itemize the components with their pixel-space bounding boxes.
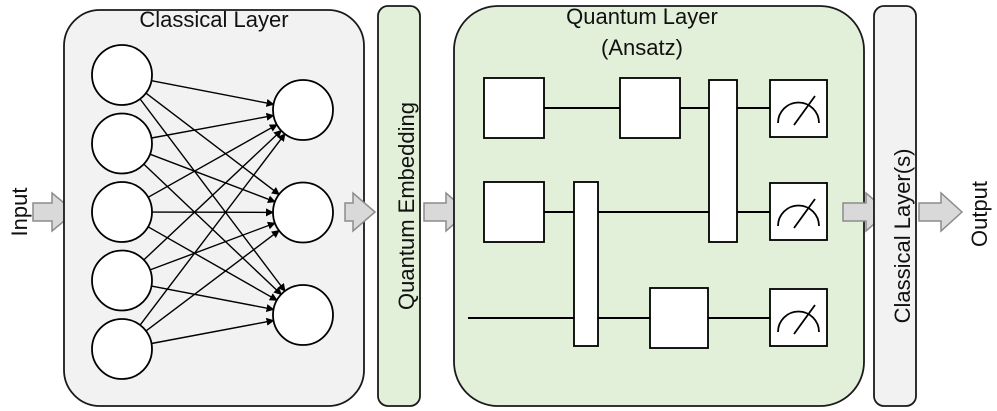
measurement-q2 — [769, 182, 828, 241]
gate-q1-b — [619, 77, 681, 139]
classical-layers-bar — [873, 5, 917, 407]
input-node-3 — [91, 181, 153, 243]
network-edge-4-2 — [149, 221, 276, 271]
gate-q1-a — [483, 77, 545, 139]
input-node-1 — [91, 44, 153, 106]
input-node-2 — [91, 112, 153, 175]
network-edge-5-2 — [145, 229, 280, 332]
network-edge-2-1 — [151, 112, 275, 139]
network-edge-5-3 — [151, 317, 275, 345]
hidden-node-3 — [272, 284, 334, 346]
input-node-5 — [91, 318, 153, 380]
hidden-node-1 — [272, 79, 334, 141]
network-connections — [139, 80, 286, 345]
output-label: Output — [967, 181, 992, 247]
output-arrow — [918, 191, 964, 233]
network-edge-1-1 — [151, 80, 275, 107]
measurement-q1 — [769, 79, 828, 138]
network-edge-1-2 — [145, 92, 280, 196]
network-edge-3-3 — [147, 226, 278, 301]
network-edge-3-1 — [147, 124, 278, 198]
network-edge-5-1 — [139, 133, 286, 326]
entangling-gate-q1-q2 — [708, 79, 738, 243]
network-nodes — [91, 44, 334, 380]
gate-q2-a — [483, 181, 545, 243]
network-edge-2-2 — [149, 153, 276, 204]
network-edge-4-1 — [143, 129, 282, 261]
measurement-q3 — [769, 288, 828, 347]
quantum-embedding-bar — [377, 5, 421, 407]
arrow-to-embedding — [344, 191, 377, 233]
gate-q3-a — [649, 287, 709, 349]
quantum-layer-subtitle: (Ansatz) — [601, 35, 683, 60]
input-label: Input — [7, 188, 32, 237]
quantum-embedding-label: Quantum Embedding — [394, 102, 419, 310]
entangling-gate-q2-q3 — [573, 181, 599, 347]
hidden-node-2 — [272, 181, 334, 244]
input-node-4 — [91, 249, 153, 312]
classical-layers-label: Classical Layer(s) — [890, 149, 915, 324]
network-edge-4-3 — [151, 285, 275, 313]
quantum-layer-title: Quantum Layer — [566, 4, 718, 29]
classical-layer-title: Classical Layer — [139, 7, 288, 32]
